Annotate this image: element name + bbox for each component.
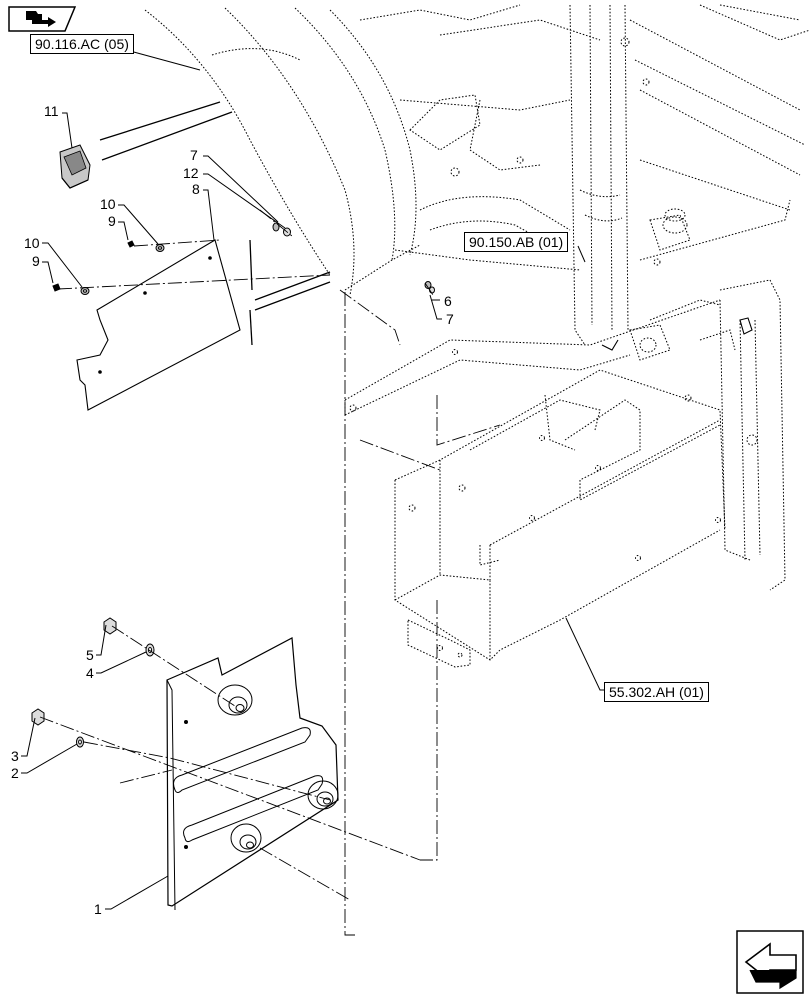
callout-12: 12	[183, 165, 199, 181]
callout-leaders	[21, 50, 604, 910]
callout-10-lower: 10	[24, 235, 40, 251]
callout-5: 5	[86, 647, 94, 663]
book-arrow-icon[interactable]	[8, 5, 76, 33]
break-lines	[99, 101, 331, 346]
next-page-arrow-icon[interactable]	[736, 930, 804, 994]
part-11-switch	[59, 144, 91, 189]
ref-55-302-ah-01[interactable]: 55.302.AH (01)	[604, 682, 709, 702]
callout-8: 8	[192, 181, 200, 197]
assembly-lines	[39, 209, 501, 936]
callout-9-upper: 9	[108, 213, 116, 229]
ref-90-150-ab-01[interactable]: 90.150.AB (01)	[464, 232, 569, 252]
part-1-upper-slot	[173, 727, 311, 793]
callout-11: 11	[44, 103, 59, 119]
callout-3: 3	[11, 748, 19, 764]
callout-7-top: 7	[190, 147, 198, 163]
callout-2: 2	[11, 765, 19, 781]
fasteners	[31, 222, 435, 748]
callout-10-upper: 10	[100, 196, 116, 212]
callout-7-right: 7	[446, 311, 454, 327]
callout-1: 1	[94, 901, 102, 917]
callout-6: 6	[444, 293, 452, 309]
structure-solid-lines	[601, 317, 753, 351]
ref-90-116-ac-05[interactable]: 90.116.AC (05)	[30, 34, 134, 54]
callout-9-lower: 9	[32, 253, 40, 269]
callout-4: 4	[86, 665, 94, 681]
part-8-cover-plate	[76, 239, 241, 411]
part-1-grommets	[217, 684, 339, 853]
part-1-shield-plate	[166, 637, 339, 907]
part-1-lower-slot	[183, 775, 324, 843]
cab-frame-outline	[144, 4, 811, 668]
